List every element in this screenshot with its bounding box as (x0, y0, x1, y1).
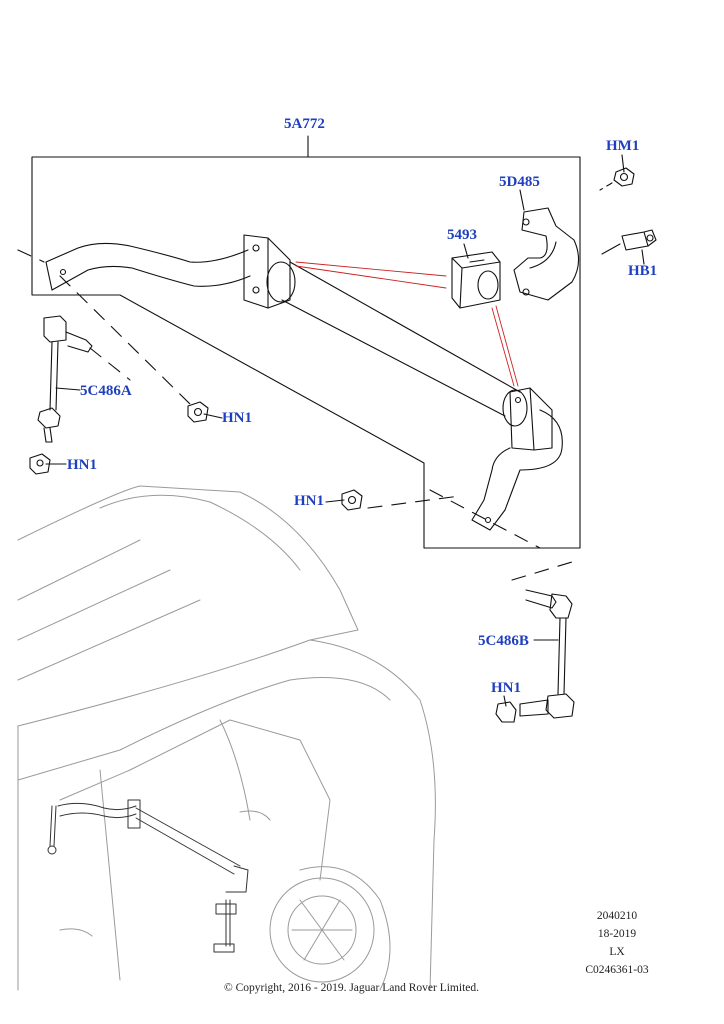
callout-5d485: 5D485 (499, 174, 540, 190)
bracket-5d485 (513, 207, 580, 301)
vehicle-bar-detail (47, 799, 249, 953)
stabilizer-bar (45, 242, 563, 531)
right-bar-bracket (502, 387, 553, 451)
vehicle-outline (17, 485, 436, 991)
callout-hn1-a: HN1 (222, 410, 252, 426)
callout-5c486a: 5C486A (80, 383, 132, 399)
assembly-centre-lines (17, 249, 573, 581)
nut-hn1-c (341, 489, 363, 511)
date-range: 18-2019 (597, 928, 637, 940)
callout-hb1: HB1 (628, 263, 658, 279)
left-bar-bracket (243, 234, 296, 309)
bolt-hm1 (599, 167, 635, 191)
callout-hn1-d: HN1 (491, 680, 521, 696)
assembly-frame (31, 135, 581, 549)
link-5c486a (29, 315, 93, 475)
callout-leaders (45, 154, 645, 707)
ref-number: 2040210 (596, 910, 638, 922)
copyright-notice: © Copyright, 2016 - 2019. Jaguar Land Ro… (224, 982, 479, 994)
link-5c486b (495, 589, 575, 723)
callout-hn1-b: HN1 (67, 457, 97, 473)
callout-5c486b: 5C486B (478, 633, 529, 649)
bolt-hb1 (601, 229, 657, 255)
nut-hn1-a (187, 401, 209, 423)
callout-hn1-c: HN1 (294, 493, 324, 509)
catalog-code: C0246361-03 (585, 964, 649, 976)
model-code: LX (609, 946, 625, 958)
bushing-5493 (451, 251, 501, 309)
callout-5a772: 5A772 (284, 116, 325, 132)
callout-5493: 5493 (447, 227, 477, 243)
callout-hm1: HM1 (606, 138, 640, 154)
bushing-leader-lines (295, 261, 519, 387)
